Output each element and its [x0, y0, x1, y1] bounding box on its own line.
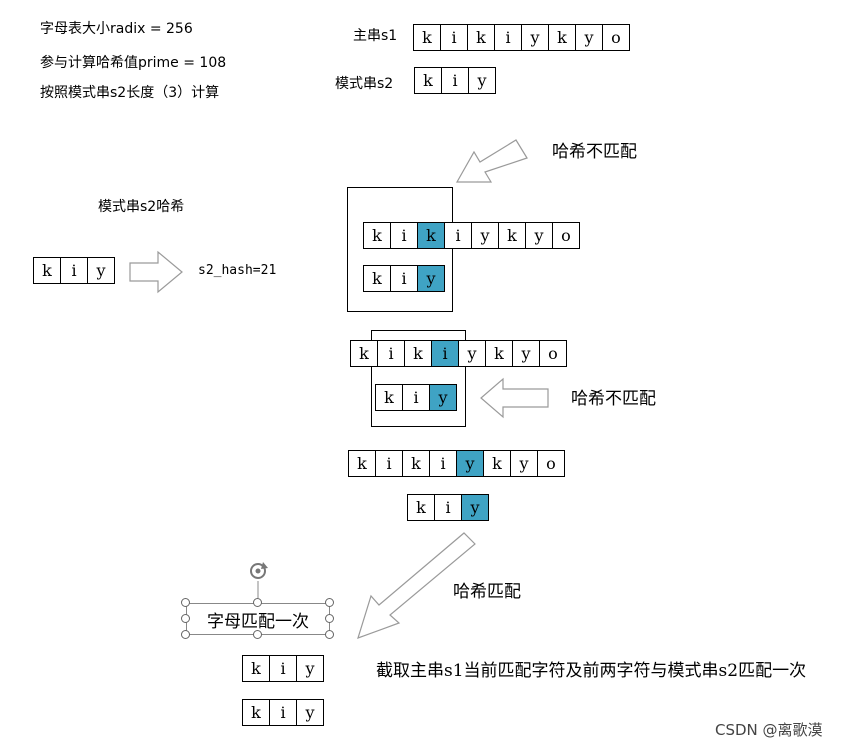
arrow-right-icon — [129, 250, 183, 294]
s1-cell: o — [539, 340, 567, 367]
s1-slice-row: k i y — [242, 655, 324, 682]
s1-cell: o — [552, 222, 580, 249]
mismatch-label-1: 哈希不匹配 — [552, 142, 637, 162]
s2-cell: i — [269, 699, 297, 726]
resize-handle[interactable] — [325, 598, 334, 607]
window-frame-step1 — [347, 187, 453, 312]
arrow-down-left-icon — [455, 139, 528, 183]
s1-row-step1: k i k i y k y o — [363, 222, 580, 249]
resize-handle[interactable] — [325, 614, 334, 623]
s1-cell: k — [467, 24, 495, 51]
s2-row-step2: k i y — [375, 384, 457, 411]
s2-cell: i — [390, 265, 418, 292]
s2-cell: k — [407, 494, 435, 521]
s2-cell: k — [414, 67, 442, 94]
s2-cell: i — [402, 384, 430, 411]
char-match-label: 字母匹配一次 — [207, 611, 309, 632]
s1-cell: i — [375, 450, 403, 477]
note-compute: 按照模式串s2长度（3）计算 — [40, 85, 220, 101]
s2-cell: k — [375, 384, 403, 411]
mismatch-label-2: 哈希不匹配 — [571, 389, 656, 409]
s1-cell: o — [537, 450, 565, 477]
pattern-hash-title: 模式串s2哈希 — [98, 199, 185, 215]
s1-cell: y — [575, 24, 603, 51]
s2-cell: y — [468, 67, 496, 94]
resize-handle[interactable] — [181, 630, 190, 639]
s1-cell-highlight: k — [417, 222, 445, 249]
s1-slice-cell: i — [269, 655, 297, 682]
s1-slice-cell: k — [242, 655, 270, 682]
s1-cell: i — [390, 222, 418, 249]
window-frame-step2 — [371, 330, 466, 427]
s1-cell: i — [494, 24, 522, 51]
s1-cell: k — [498, 222, 526, 249]
note-radix: 字母表大小radix = 256 — [40, 21, 193, 37]
match-label: 哈希匹配 — [453, 582, 521, 602]
resize-handle[interactable] — [181, 598, 190, 607]
watermark: CSDN @离歌漠 — [715, 721, 823, 739]
s2-cell-highlight: y — [461, 494, 489, 521]
s2-row-step1: k i y — [363, 265, 445, 292]
s2-cell: i — [60, 257, 88, 284]
s2-row-step3: k i y — [407, 494, 489, 521]
s1-cell: i — [444, 222, 472, 249]
resize-handle[interactable] — [325, 630, 334, 639]
pattern-string-label: 模式串s2 — [335, 76, 394, 92]
s1-cell: o — [602, 24, 630, 51]
s2-cell: i — [434, 494, 462, 521]
resize-handle[interactable] — [253, 630, 262, 639]
s2-row-hash: k i y — [33, 257, 115, 284]
arrow-long-down-left-icon — [357, 532, 476, 639]
s1-cell: y — [458, 340, 486, 367]
s1-row-step3: k i k i y k y o — [348, 450, 565, 477]
s1-cell: y — [525, 222, 553, 249]
s1-cell-highlight: i — [431, 340, 459, 367]
s1-cell: k — [348, 450, 376, 477]
s1-cell: k — [402, 450, 430, 477]
s1-cell: i — [429, 450, 457, 477]
s1-cell: y — [510, 450, 538, 477]
s1-slice-cell: y — [296, 655, 324, 682]
s1-cell: k — [404, 340, 432, 367]
s1-row-top: k i k i y k y o — [413, 24, 630, 51]
resize-handle[interactable] — [253, 598, 262, 607]
s1-row-step2: k i k i y k y o — [350, 340, 567, 367]
s1-cell-highlight: y — [456, 450, 484, 477]
hash-value-label: s2_hash=21 — [198, 263, 277, 278]
s2-cell-highlight: y — [429, 384, 457, 411]
s1-cell: y — [512, 340, 540, 367]
s1-cell: k — [485, 340, 513, 367]
s2-cell: y — [87, 257, 115, 284]
arrow-left-icon — [480, 377, 549, 419]
s2-cell: y — [296, 699, 324, 726]
char-match-description: 截取主串s1当前匹配字符及前两字符与模式串s2匹配一次 — [376, 661, 807, 681]
rotate-handle-icon[interactable] — [250, 562, 268, 579]
resize-handle[interactable] — [181, 614, 190, 623]
s2-cell-highlight: y — [417, 265, 445, 292]
note-prime: 参与计算哈希值prime = 108 — [40, 55, 227, 71]
s1-cell: k — [483, 450, 511, 477]
s1-cell: k — [350, 340, 378, 367]
s2-row-top: k i y — [414, 67, 496, 94]
main-string-label: 主串s1 — [353, 28, 398, 44]
s2-row-final: k i y — [242, 699, 324, 726]
